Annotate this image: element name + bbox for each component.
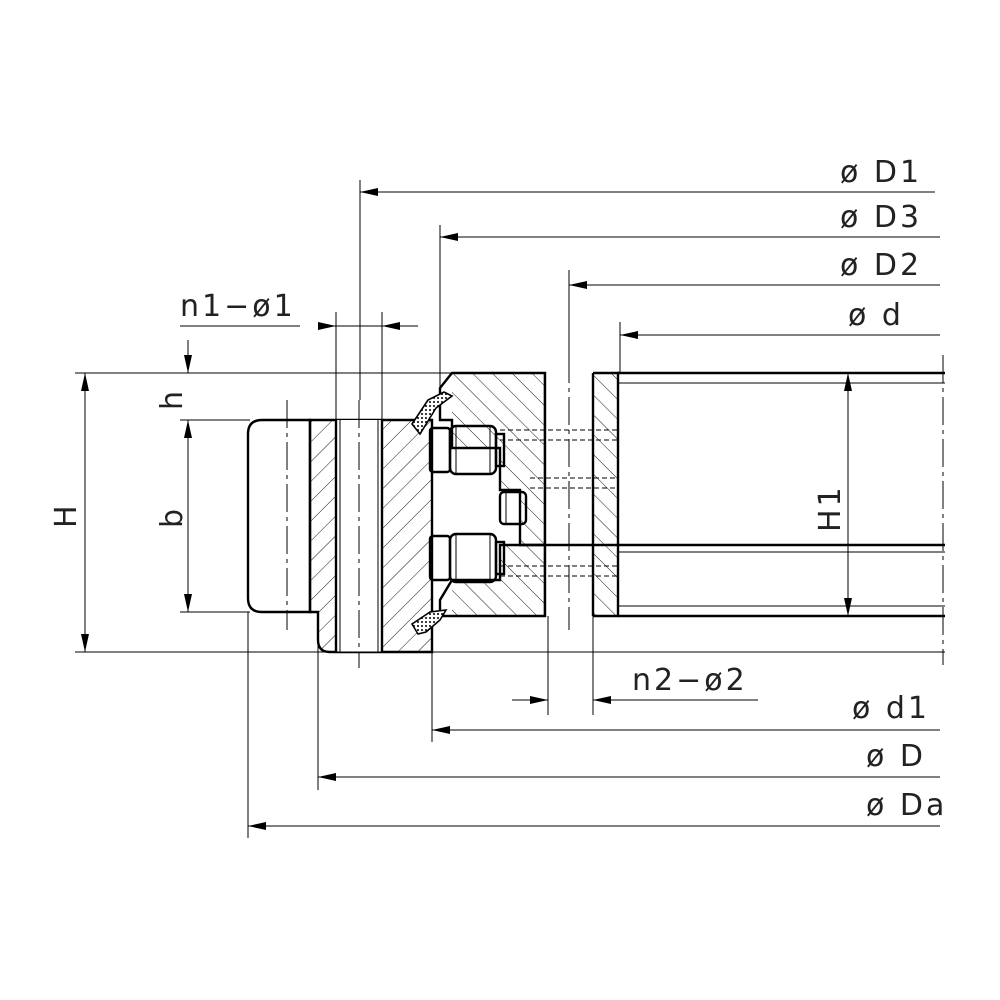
- structure-lines: [358, 355, 945, 668]
- upper-seal: [411, 391, 454, 436]
- label-n1: n1−ø1: [180, 289, 296, 324]
- label-Da: ø Da: [866, 788, 947, 823]
- hidden-lines: [500, 429, 618, 577]
- inner-ring-upper-section: [452, 373, 545, 545]
- label-D2: ø D2: [840, 248, 922, 283]
- label-n2: n2−ø2: [632, 663, 748, 698]
- outer-ring: [246, 400, 434, 654]
- label-D3: ø D3: [840, 200, 922, 235]
- lower-roller: [428, 532, 506, 584]
- label-h: h: [155, 388, 190, 410]
- label-H: H: [49, 502, 84, 528]
- dimension-lines: [81, 188, 940, 830]
- extension-lines: [75, 180, 945, 838]
- inner-ring: [438, 371, 620, 618]
- label-b: b: [155, 506, 190, 528]
- gear-profile: [246, 418, 312, 614]
- label-d1: ø d1: [852, 691, 930, 726]
- label-d: ø d: [848, 298, 904, 333]
- lower-seal: [410, 609, 448, 635]
- radial-roller: [498, 490, 528, 526]
- label-D: ø D: [866, 739, 926, 774]
- seals: [410, 391, 454, 635]
- label-H1: H1: [813, 484, 848, 532]
- upper-roller: [428, 424, 506, 476]
- inner-ring-bore-section: [593, 373, 618, 616]
- label-D1: ø D1: [840, 155, 922, 190]
- labels: ø D1 ø D3 ø D2 ø d n1−ø1 n2−ø2 ø d1 ø D …: [49, 155, 947, 823]
